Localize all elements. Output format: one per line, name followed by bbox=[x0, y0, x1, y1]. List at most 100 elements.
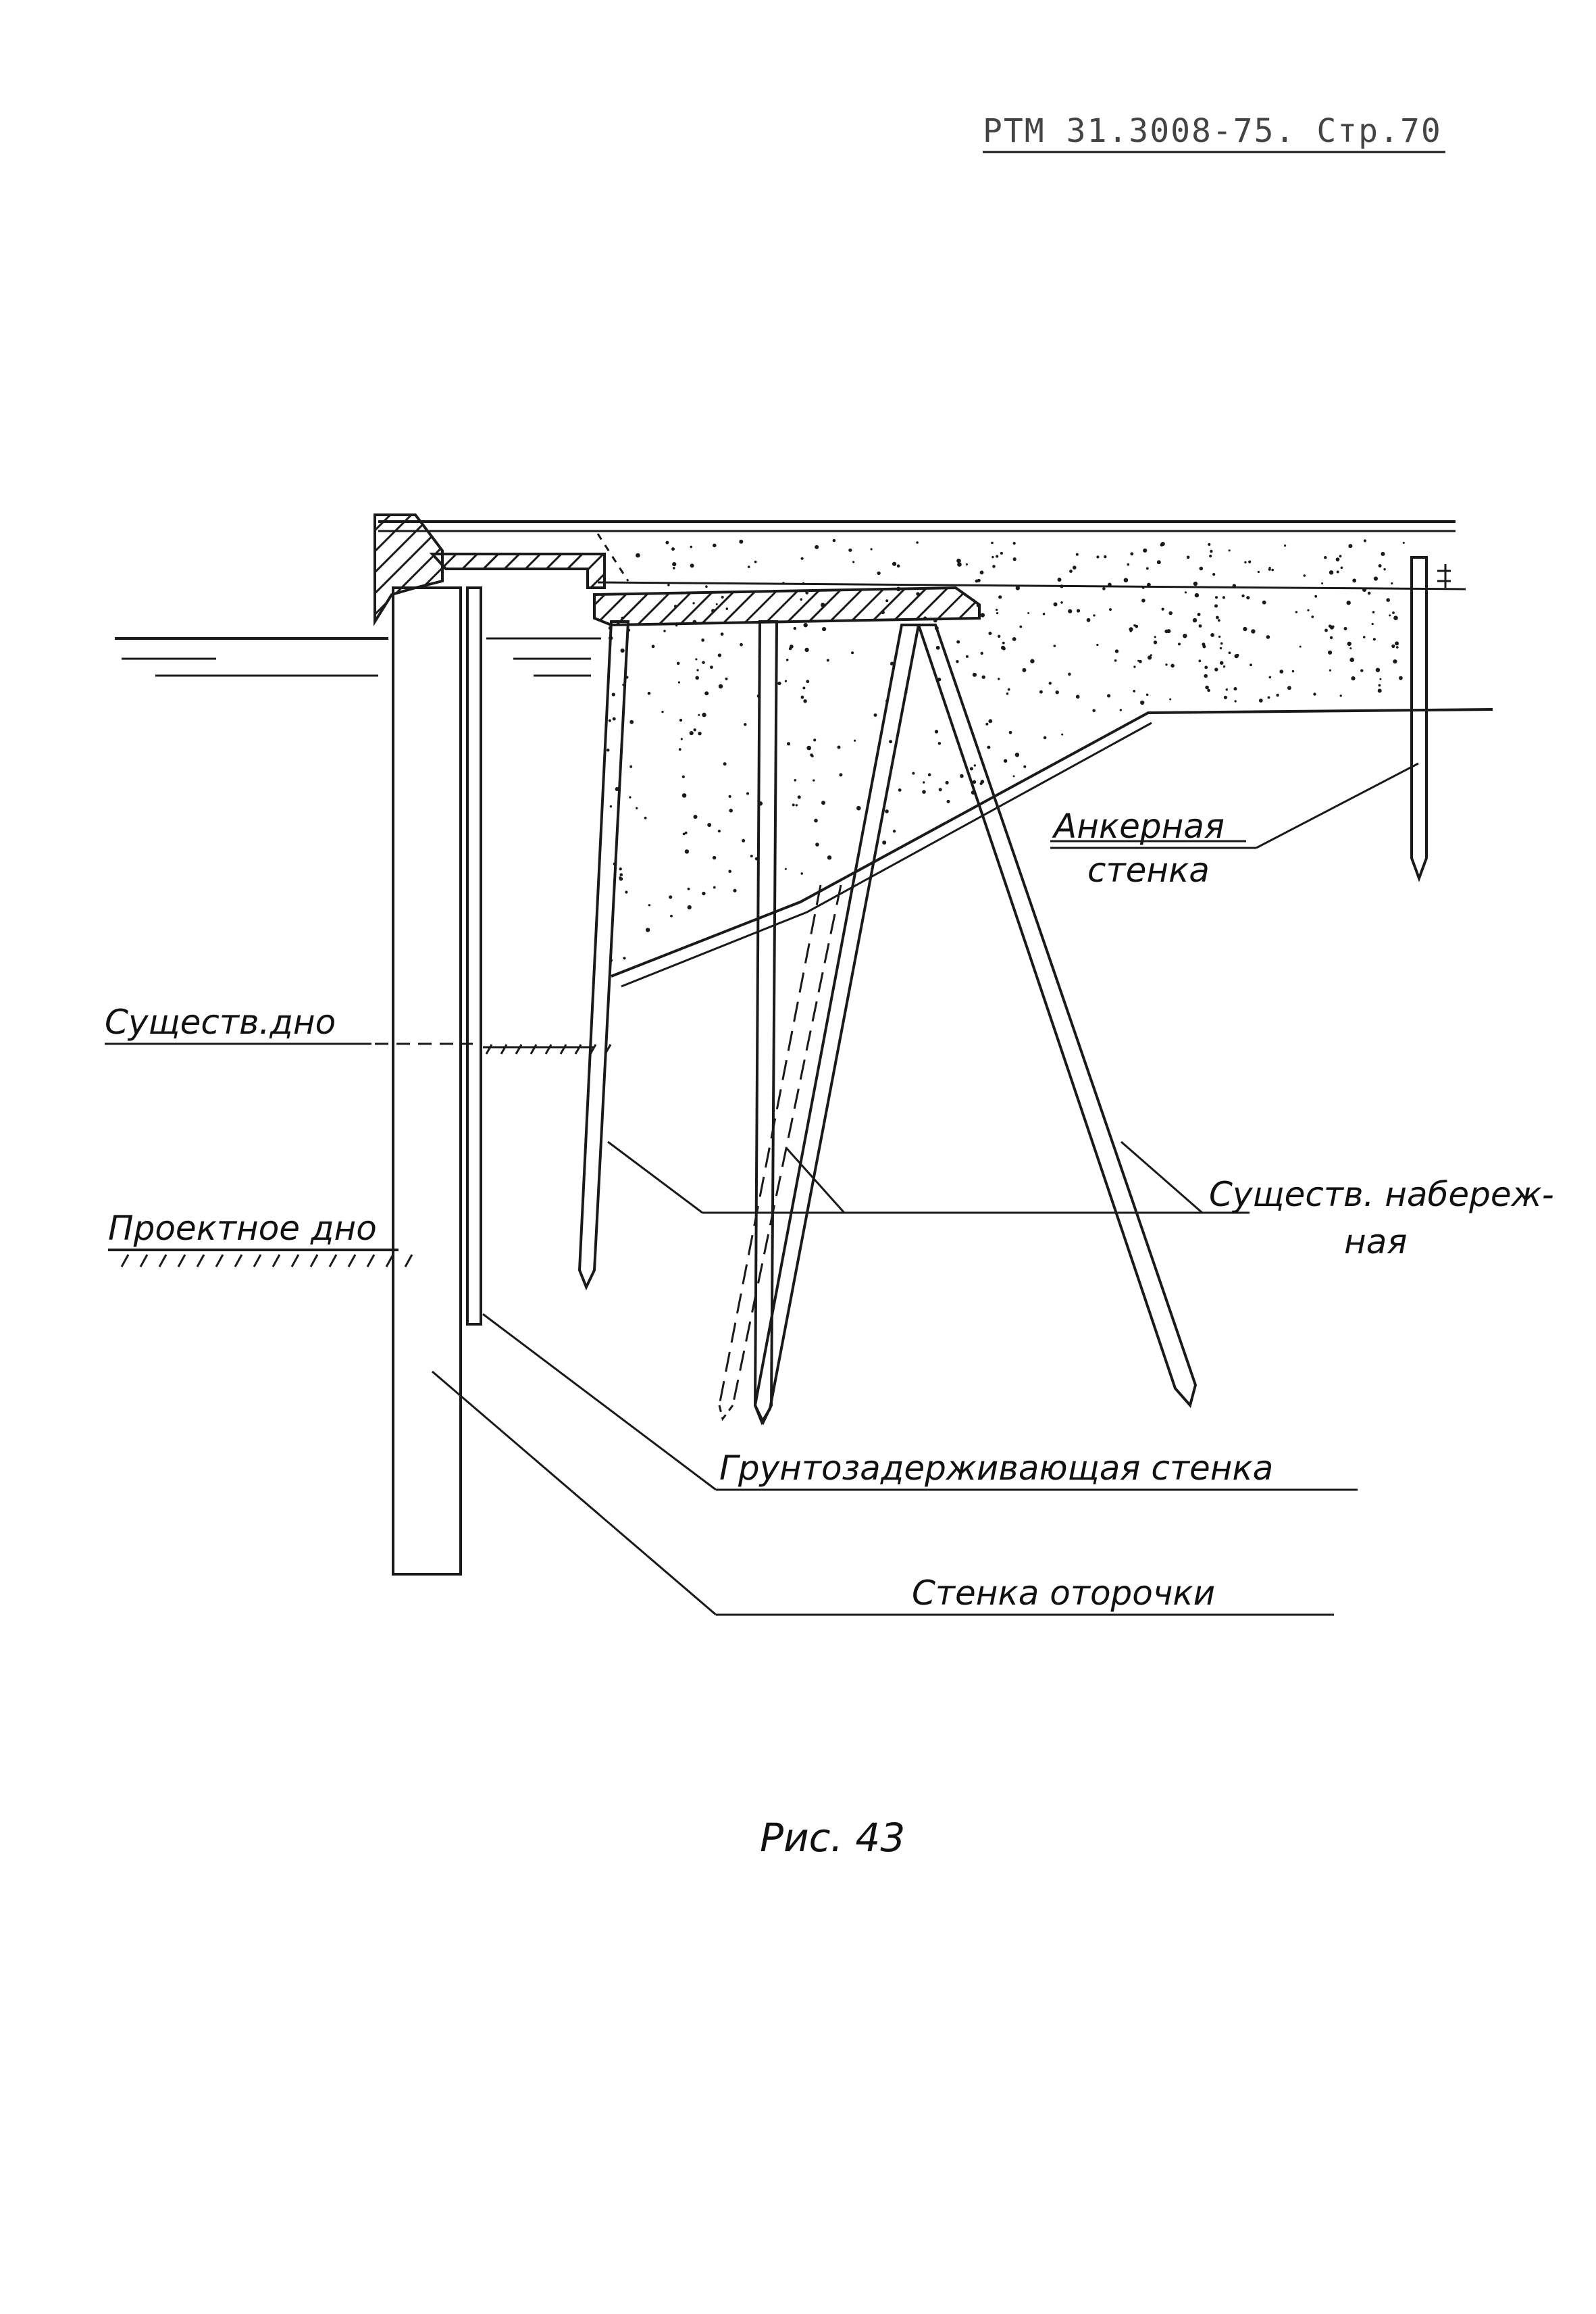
sand-dot bbox=[996, 609, 998, 611]
sand-dot bbox=[1348, 544, 1353, 549]
sand-dot bbox=[877, 571, 881, 576]
sand-dot bbox=[777, 681, 781, 686]
edge-wall bbox=[392, 586, 462, 1576]
sand-dot bbox=[695, 658, 698, 661]
sand-dot bbox=[1161, 607, 1164, 611]
sand-dot bbox=[1194, 593, 1200, 598]
sand-dot bbox=[1184, 591, 1187, 594]
sand-dot bbox=[1130, 552, 1134, 556]
sand-dot bbox=[1379, 678, 1382, 680]
sand-dot bbox=[839, 773, 843, 777]
sand-dot bbox=[648, 904, 651, 907]
sand-dot bbox=[684, 849, 690, 854]
sand-dot bbox=[937, 742, 942, 745]
sand-dot bbox=[848, 548, 852, 552]
sand-dot bbox=[1218, 635, 1221, 638]
sand-dot bbox=[934, 730, 939, 734]
sand-dot bbox=[938, 788, 942, 792]
sand-dot bbox=[956, 640, 960, 644]
sand-dot bbox=[1145, 693, 1149, 697]
sand-dot bbox=[740, 643, 743, 647]
existing-slope bbox=[611, 708, 1493, 988]
sand-dot bbox=[702, 661, 705, 664]
sand-dot bbox=[1199, 566, 1204, 571]
sand-dot bbox=[667, 584, 670, 586]
sand-dot bbox=[1276, 693, 1279, 697]
sand-dot bbox=[717, 653, 722, 657]
sand-dot bbox=[711, 609, 715, 613]
sand-dot bbox=[802, 582, 805, 585]
soil-retaining-wall-label: Грунтозадерживающая стенка bbox=[719, 1449, 1273, 1488]
sand-dot bbox=[629, 796, 632, 799]
sand-dot bbox=[1068, 609, 1073, 613]
sand-dot bbox=[1218, 619, 1220, 622]
sand-dot bbox=[720, 632, 724, 636]
sand-dot bbox=[1053, 645, 1056, 647]
sand-dot bbox=[1336, 570, 1339, 574]
sand-dot bbox=[1003, 759, 1008, 763]
sand-dot bbox=[892, 830, 896, 833]
sand-dot bbox=[856, 805, 861, 811]
anchor-wall-label-line2: стенка bbox=[1087, 851, 1210, 890]
sand-dot bbox=[806, 745, 811, 751]
sand-dot bbox=[676, 661, 680, 665]
sand-dot bbox=[1165, 663, 1168, 666]
sand-dot bbox=[822, 627, 827, 632]
sand-dot bbox=[1204, 674, 1208, 678]
sand-dot bbox=[1057, 578, 1062, 582]
sand-dot bbox=[1086, 618, 1091, 622]
sand-dot bbox=[811, 755, 814, 757]
sand-dot bbox=[1069, 570, 1073, 573]
sand-dot bbox=[680, 738, 683, 740]
sand-dot bbox=[784, 680, 787, 682]
sand-dot bbox=[1383, 568, 1386, 571]
sand-dot bbox=[1339, 555, 1342, 558]
sand-dot bbox=[1287, 686, 1291, 690]
edge-wall-label: Стенка оторочки bbox=[912, 1574, 1215, 1613]
sand-dot bbox=[1328, 650, 1333, 655]
sand-dot bbox=[813, 779, 815, 782]
sand-dot bbox=[712, 855, 717, 860]
sand-dot bbox=[695, 676, 699, 680]
sand-dot bbox=[946, 799, 950, 803]
sand-dot bbox=[625, 890, 628, 894]
sand-dot bbox=[1019, 625, 1023, 628]
sand-dot bbox=[786, 742, 791, 746]
sand-dot bbox=[1107, 694, 1111, 698]
sand-dot bbox=[881, 610, 885, 615]
sand-dot bbox=[1178, 643, 1181, 646]
sand-dot bbox=[1043, 736, 1047, 740]
sand-dot bbox=[870, 548, 873, 551]
backfill-sand-dots bbox=[606, 538, 1405, 963]
sand-dot bbox=[1209, 554, 1212, 558]
sand-dot bbox=[651, 645, 655, 649]
sand-dot bbox=[1012, 637, 1016, 641]
sand-dot bbox=[1329, 669, 1331, 672]
sand-dot bbox=[912, 772, 915, 775]
sand-dot bbox=[1183, 634, 1187, 638]
sand-dot bbox=[1220, 642, 1223, 645]
sand-dot bbox=[687, 905, 692, 910]
sand-dot bbox=[1053, 602, 1058, 607]
sand-dot bbox=[1362, 587, 1367, 593]
sand-dot bbox=[1396, 646, 1399, 649]
sand-dot bbox=[837, 745, 841, 749]
sand-dot bbox=[611, 693, 615, 697]
sand-dot bbox=[800, 872, 803, 875]
sand-dot bbox=[1343, 627, 1347, 630]
sand-dot bbox=[1060, 584, 1064, 588]
sand-dot bbox=[1219, 661, 1224, 665]
document-header: РТМ 31.3008-75. Стр.70 bbox=[983, 112, 1442, 150]
sand-dot bbox=[1154, 636, 1156, 638]
sand-dot bbox=[784, 867, 787, 870]
sand-dot bbox=[1234, 700, 1237, 703]
existing-bottom-marker bbox=[375, 1042, 612, 1055]
sand-dot bbox=[681, 775, 685, 778]
sand-dot bbox=[672, 562, 677, 567]
sand-dot bbox=[1395, 641, 1399, 646]
sand-dot bbox=[1127, 563, 1130, 566]
sand-dot bbox=[1002, 647, 1006, 651]
sand-dot bbox=[804, 647, 809, 653]
sand-dot bbox=[1133, 665, 1136, 668]
sand-dot bbox=[1096, 555, 1100, 559]
